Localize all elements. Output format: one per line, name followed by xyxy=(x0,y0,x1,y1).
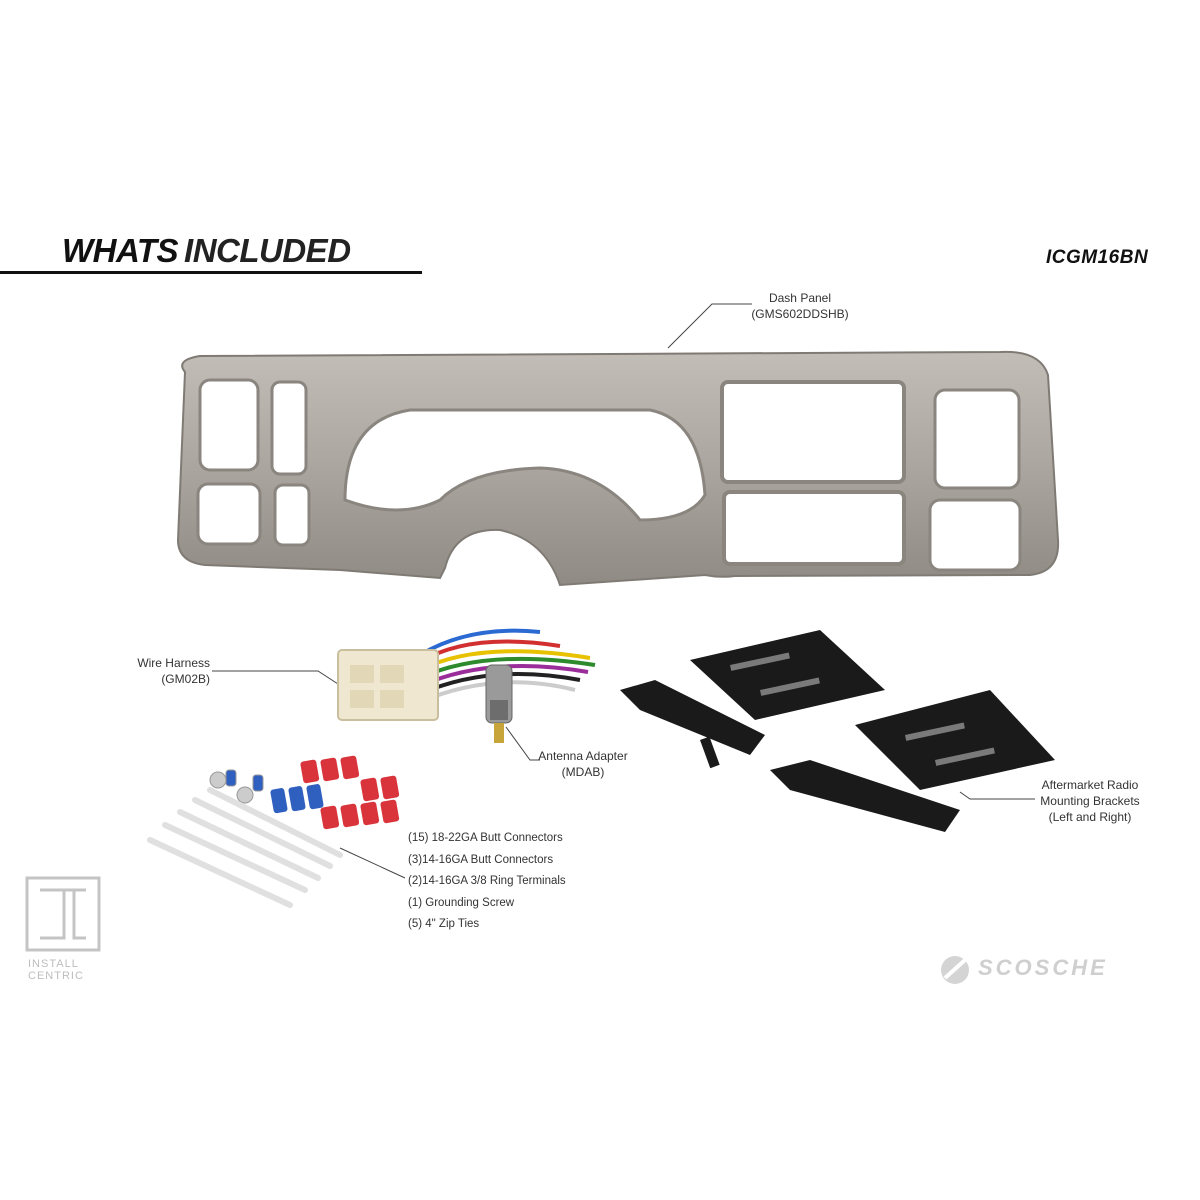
dash-panel-code: (GMS602DDSHB) xyxy=(751,307,849,321)
antenna-adapter-callout: Antenna Adapter (MDAB) xyxy=(528,748,638,780)
wire-harness-code: (GM02B) xyxy=(161,672,210,686)
brackets-line3: (Left and Right) xyxy=(1048,810,1132,824)
wire-harness-image xyxy=(337,628,596,721)
list-item: (15) 18-22GA Butt Connectors xyxy=(408,832,563,844)
list-item: (3)14-16GA Butt Connectors xyxy=(408,853,554,866)
install-centric-line1: INSTALL xyxy=(28,958,79,970)
antenna-adapter-code: (MDAB) xyxy=(561,765,605,779)
scosche-logo-mark xyxy=(941,956,969,984)
brackets-line1: Aftermarket Radio xyxy=(1041,778,1139,792)
dash-panel-callout: Dash Panel (GMS602DDSHB) xyxy=(745,290,855,322)
brackets-callout: Aftermarket Radio Mounting Brackets (Lef… xyxy=(1030,777,1150,825)
install-centric-text: INSTALL CENTRIC xyxy=(28,958,84,982)
list-item: (1) Grounding Screw xyxy=(408,896,515,909)
dash-panel-image xyxy=(176,350,1060,587)
title-word-included: INCLUDED xyxy=(184,232,351,269)
hardware-list: (15) 18-22GA Butt Connectors (3)14-16GA … xyxy=(408,828,566,936)
brackets-line2: Mounting Brackets xyxy=(1040,794,1140,808)
title-underline xyxy=(0,271,422,274)
wire-harness-name: Wire Harness xyxy=(137,656,210,670)
connectors-image xyxy=(209,755,400,830)
install-centric-line2: CENTRIC xyxy=(28,970,84,982)
mounting-brackets-image xyxy=(620,630,1055,832)
antenna-adapter-name: Antenna Adapter xyxy=(538,749,628,763)
zip-ties-image xyxy=(147,787,343,908)
install-centric-logo xyxy=(25,876,101,952)
list-item: (2)14-16GA 3/8 Ring Terminals xyxy=(408,875,566,887)
scosche-wordmark: SCOSCHE xyxy=(978,955,1108,980)
title-word-whats: WHATS xyxy=(62,232,179,269)
dash-panel-name: Dash Panel xyxy=(768,291,832,305)
leader-lines xyxy=(212,303,1035,879)
sku-label: ICGM16BN xyxy=(1046,247,1149,268)
list-item: (5) 4" Zip Ties xyxy=(408,918,480,930)
antenna-adapter-image xyxy=(485,664,513,743)
wire-harness-callout: Wire Harness (GM02B) xyxy=(120,655,210,687)
